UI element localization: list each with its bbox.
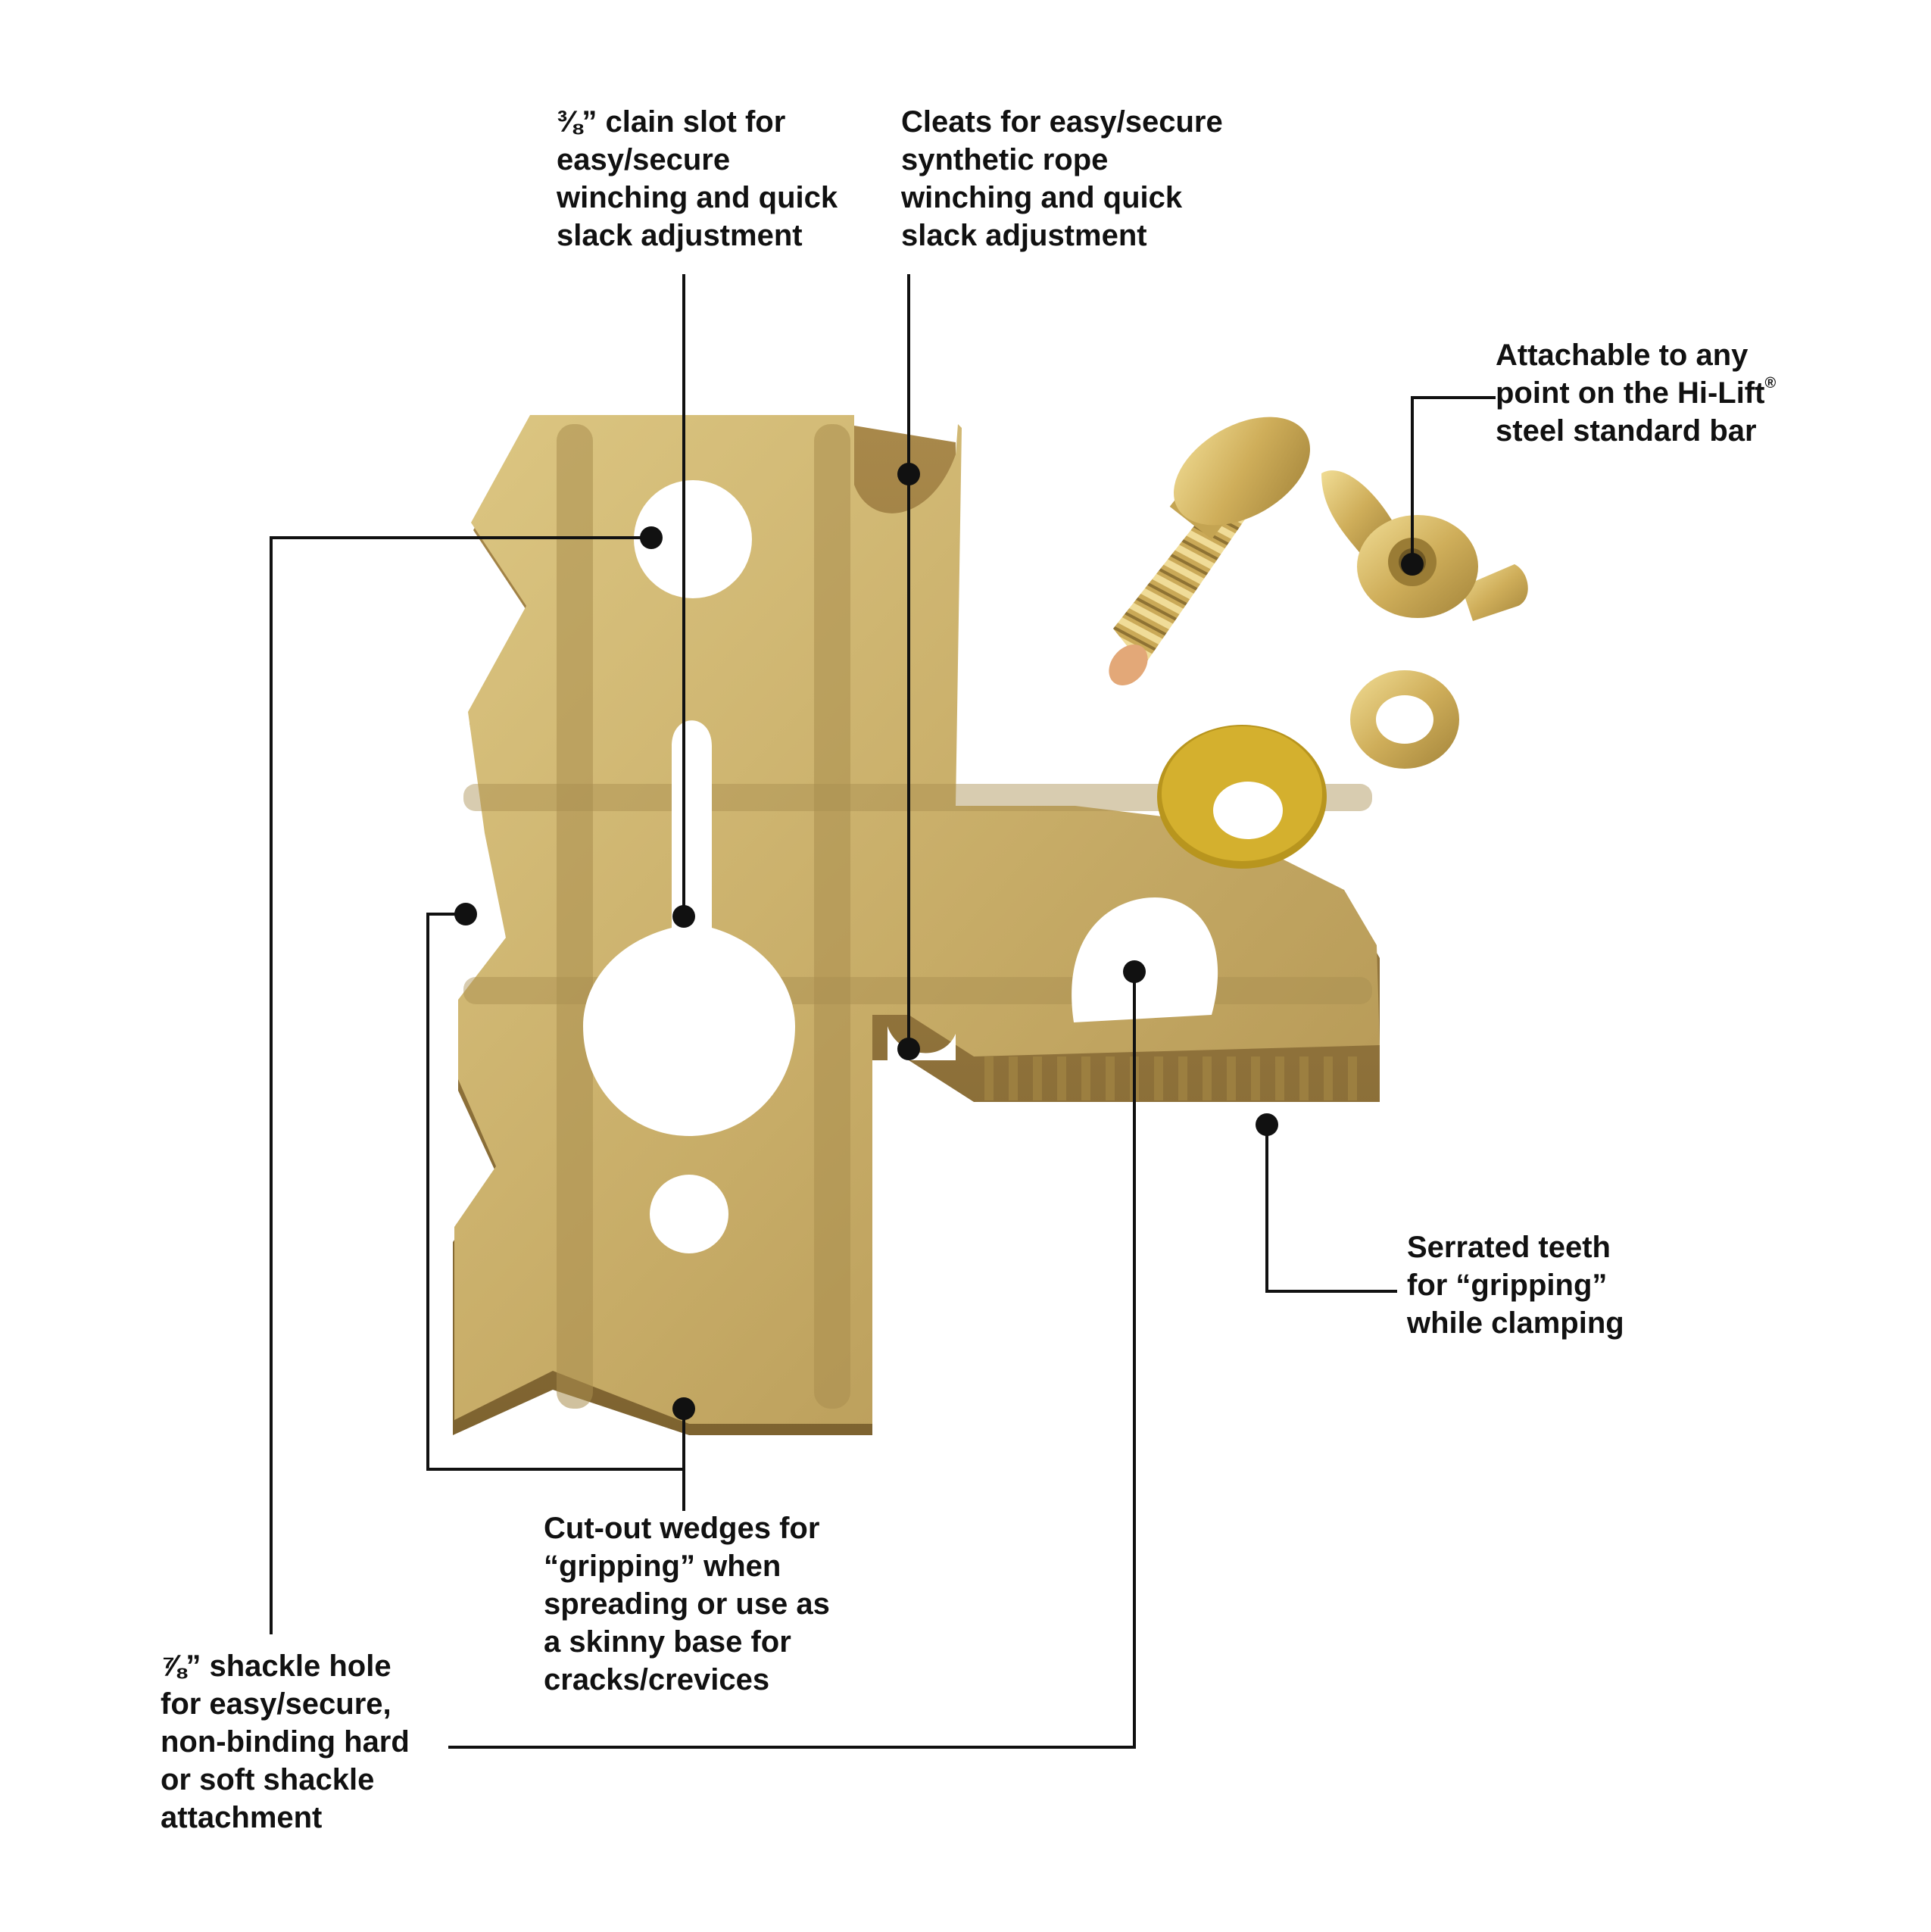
callout-shackle-hole: ⅞” shackle hole for easy/secure, non-bin… [161,1647,410,1837]
chain-slot [583,720,795,1136]
callout-line: synthetic rope [901,143,1109,176]
callout-dots [454,463,1424,1420]
right-hole [1072,897,1218,1022]
callout-line: slack adjustment [557,219,803,252]
callout-line: slack adjustment [901,219,1147,252]
callout-line: ⅜” clain slot for [557,105,786,139]
callout-serrated-teeth: Serrated teeth for “gripping” while clam… [1407,1228,1624,1342]
callout-line: steel standard bar [1496,414,1757,448]
dot-teeth [1256,1113,1278,1136]
callout-line-text: point on the Hi-Lift [1496,376,1765,410]
callout-line: point on the Hi-Lift® [1496,374,1776,412]
serrated-teeth [984,1057,1357,1100]
leader-serrated-teeth [1265,1125,1397,1293]
callout-wedges: Cut-out wedges for “gripping” when sprea… [544,1509,830,1699]
dot-shackle-hole [640,526,663,549]
callout-line: or soft shackle [161,1763,375,1796]
clamp-plate [453,415,1380,1435]
leader-attachable [1411,396,1496,564]
callout-line: winching and quick [901,181,1183,214]
registered-mark: ® [1764,375,1777,392]
callout-line: Cleats for easy/secure [901,105,1223,139]
callout-line: “gripping” when [544,1550,781,1583]
carriage-bolt [1109,417,1311,685]
callout-line: Serrated teeth [1407,1231,1611,1264]
lock-washer [1350,670,1459,769]
callout-line: for easy/secure, [161,1687,392,1721]
callout-cleats: Cleats for easy/secure synthetic rope wi… [901,103,1223,254]
bottom-hole [650,1175,728,1253]
shackle-hole [634,480,752,598]
dot-chain-slot [672,905,695,928]
callout-line: non-binding hard [161,1725,410,1759]
callout-line: winching and quick [557,181,838,214]
callout-line: cracks/crevices [544,1663,770,1696]
callout-attachable: Attachable to any point on the Hi-Lift® … [1496,336,1776,450]
callout-line: attachment [161,1801,323,1834]
leader-wedges [426,913,685,1471]
wing-nut [1321,470,1528,621]
dot-wedge-left [454,903,477,925]
callout-line: Attachable to any [1496,339,1749,372]
dot-wedge-bottom [672,1397,695,1420]
callout-line: easy/secure [557,143,731,176]
callout-line: a skinny base for [544,1625,791,1659]
dot-cleat-top [897,463,920,485]
dot-right-hole [1123,960,1146,983]
callout-line: Cut-out wedges for [544,1512,820,1545]
dot-cleat-bottom [897,1038,920,1060]
callout-line: ⅞” shackle hole [161,1650,392,1683]
leader-lines [270,274,1496,1749]
dot-wing-nut [1401,553,1424,576]
flat-washer [1157,725,1327,869]
leader-shackle-hole-right [448,972,1136,1749]
callout-line: spreading or use as [544,1587,830,1621]
callout-chain-slot: ⅜” clain slot for easy/secure winching a… [557,103,838,254]
leader-shackle-hole-top [270,536,651,1634]
callout-line: while clamping [1407,1306,1624,1340]
callout-line: for “gripping” [1407,1269,1608,1302]
